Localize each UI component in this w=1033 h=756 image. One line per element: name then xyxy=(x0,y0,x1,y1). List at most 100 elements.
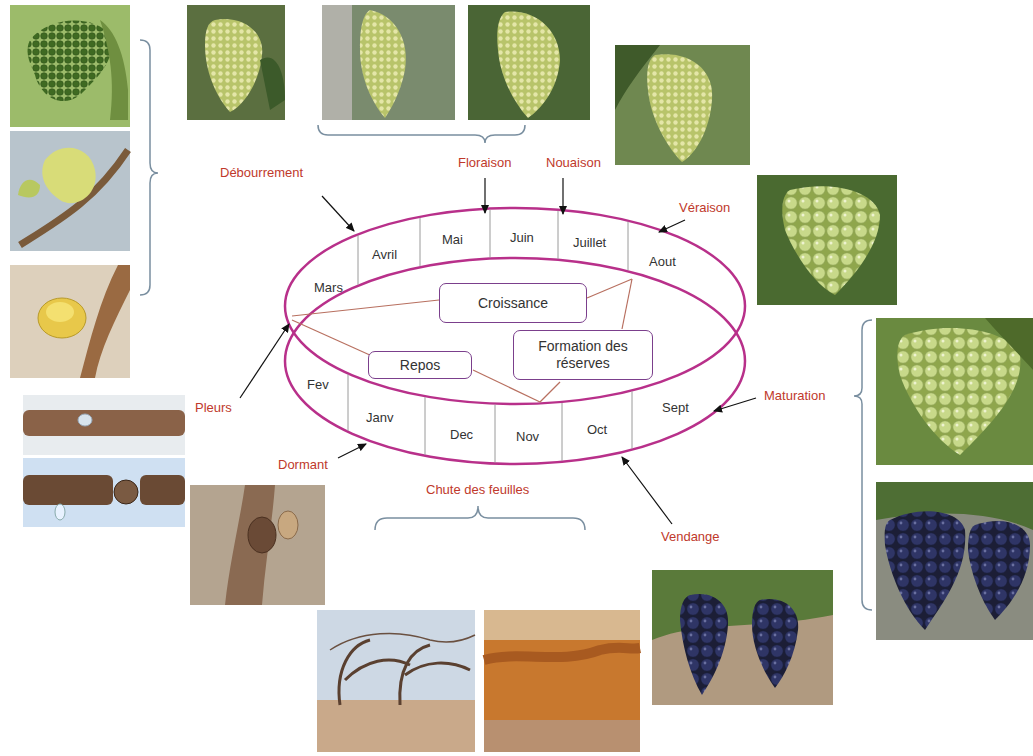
photo-bare-vines-part xyxy=(330,633,475,650)
month-name: Avril xyxy=(372,247,397,263)
photo-shoot xyxy=(10,131,130,251)
stage-label: Dormant xyxy=(278,457,328,473)
photo-flowers-2-part xyxy=(360,10,406,118)
period-lines-part xyxy=(622,279,632,329)
photo-green-grapes-1 xyxy=(757,175,897,305)
photo-flowers-1-part xyxy=(187,5,285,120)
photo-green-grapes-2-part xyxy=(985,318,1033,370)
month-cell: Mars xyxy=(314,280,343,296)
month-name: Fev xyxy=(307,377,329,393)
photo-shoot-part xyxy=(18,180,40,198)
stage-label: Chute des feuilles xyxy=(426,482,529,498)
photo-dormant-bud-part xyxy=(278,511,298,539)
cycle-ring xyxy=(285,208,745,464)
bracket xyxy=(318,125,525,143)
photo-buds-part xyxy=(10,5,130,127)
photo-buds-part xyxy=(100,20,128,120)
bracket xyxy=(140,40,158,295)
photo-flowers-4-part xyxy=(615,45,750,165)
photo-autumn-vines-part xyxy=(484,610,640,752)
photo-autumn-vines-part xyxy=(484,648,640,660)
photo-pleurs-part xyxy=(23,395,185,455)
photo-green-grapes-2-part xyxy=(897,328,1020,455)
photo-shoot-part xyxy=(42,148,95,203)
photo-pleurs-part xyxy=(78,414,92,426)
period-lines-part xyxy=(292,320,372,356)
month-separator xyxy=(628,222,629,271)
period-lines-part xyxy=(540,382,560,402)
month-name: Dec xyxy=(450,427,473,443)
photo-autumn-vines xyxy=(484,610,640,752)
photo-bud-opening xyxy=(10,265,130,378)
month-name: Aout xyxy=(649,254,676,270)
photo-flowers-4-part xyxy=(647,54,712,162)
photo-flowers-1-part xyxy=(260,57,285,110)
month-separator xyxy=(348,374,349,430)
month-separator xyxy=(425,397,426,455)
photo-bare-vines-part xyxy=(317,610,475,752)
photo-buds-part xyxy=(28,21,112,102)
month-name: Mai xyxy=(442,232,463,248)
stage-label: Maturation xyxy=(764,388,825,404)
photo-flowers-2-part xyxy=(322,5,352,120)
month-cell: Janv xyxy=(366,410,393,426)
stage-label: Véraison xyxy=(679,200,730,216)
stage-arrows-part xyxy=(322,196,354,231)
stage-arrows-part xyxy=(338,444,366,458)
month-name: Juillet xyxy=(573,235,606,251)
month-separator xyxy=(420,218,421,266)
stage-arrows-part xyxy=(714,398,756,411)
photo-green-grapes-1-part xyxy=(782,186,880,295)
photo-flowers-3-part xyxy=(468,5,590,120)
stage-arrows xyxy=(240,178,756,524)
stage-arrows-part xyxy=(622,457,672,524)
photo-dark-grapes-part xyxy=(876,482,1033,640)
phase-text: Formation des réserves xyxy=(524,338,642,372)
month-separator xyxy=(495,405,496,463)
phase-text: Croissance xyxy=(478,295,548,312)
photo-shoot-part xyxy=(10,131,130,251)
bracket xyxy=(375,506,585,530)
stage-arrows-part xyxy=(562,178,563,214)
photo-harvest-part xyxy=(680,594,728,695)
cycle-ring-part xyxy=(285,258,745,464)
month-name: Oct xyxy=(587,422,607,438)
photo-harvest-part xyxy=(652,570,833,705)
photo-bare-vines xyxy=(317,610,475,752)
stage-arrows-part xyxy=(659,220,685,232)
stage-label: Débourrement xyxy=(220,165,303,181)
photo-bare-vines-part xyxy=(317,700,475,752)
month-cell: Juillet xyxy=(573,235,606,251)
photo-bud-opening-part xyxy=(10,265,130,378)
month-name: Mars xyxy=(314,280,343,296)
photo-dormant-bud-part xyxy=(248,517,276,553)
phase-box: Repos xyxy=(368,351,472,379)
photo-dark-grapes-part xyxy=(885,511,966,630)
photo-harvest-part xyxy=(752,599,798,688)
photo-dark-grapes-part xyxy=(968,521,1030,620)
photo-flowers-1-part xyxy=(205,19,262,112)
month-cell: Oct xyxy=(587,422,607,438)
photo-flowers-2-part xyxy=(322,5,455,120)
month-cell: Sept xyxy=(662,400,689,416)
photo-dormant-bud xyxy=(190,485,325,605)
photo-pleurs-part xyxy=(140,475,185,505)
month-cell: Avril xyxy=(372,247,397,263)
cycle-ring-part xyxy=(285,208,745,404)
photo-pleurs-part xyxy=(23,475,113,505)
bracket xyxy=(854,320,872,610)
month-separator xyxy=(632,391,633,448)
photo-autumn-vines-part xyxy=(484,640,640,720)
month-cell: Fev xyxy=(307,377,329,393)
photo-dormant-bud-part xyxy=(225,485,275,605)
month-name: Nov xyxy=(516,429,539,445)
photo-green-grapes-2 xyxy=(876,318,1033,465)
photo-flowers-3-part xyxy=(497,12,560,118)
stage-arrows-part xyxy=(484,178,485,213)
phase-box: Croissance xyxy=(439,283,587,323)
photo-pleurs-part xyxy=(114,480,138,504)
month-separator xyxy=(358,235,359,284)
photo-dark-grapes xyxy=(876,482,1033,640)
photo-pleurs-part xyxy=(23,410,185,436)
photo-flowers-2 xyxy=(322,5,455,120)
